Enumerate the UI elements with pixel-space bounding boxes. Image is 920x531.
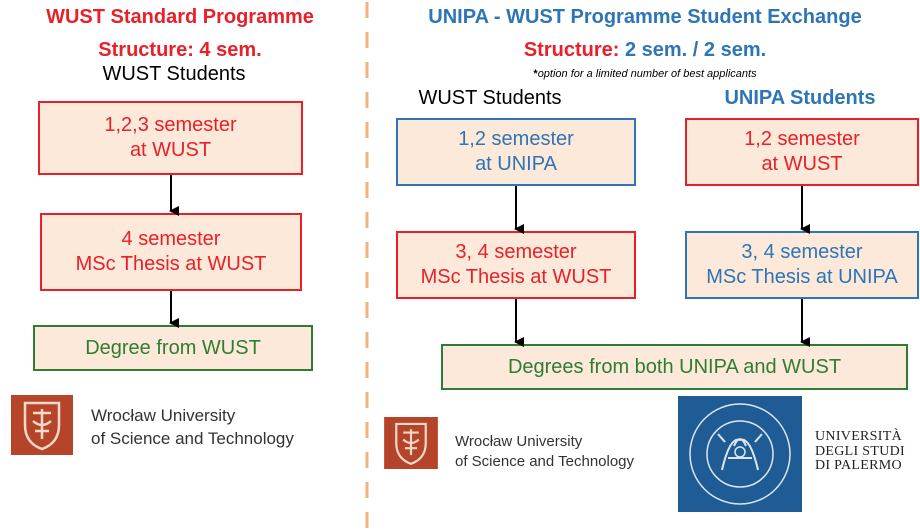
left-arrows	[169, 175, 179, 328]
left-title-line1: WUST Standard Programme	[46, 6, 314, 28]
left-students-label: WUST Students	[102, 63, 246, 85]
wust-logo-right-line1: Wrocław University	[455, 433, 583, 450]
left-box-degree: Degree from WUST	[33, 325, 313, 371]
left-box2-line2: MSc Thesis at WUST	[75, 253, 267, 275]
right-unipa-box1-line2: at WUST	[761, 153, 843, 175]
right-arrows	[514, 186, 810, 347]
right-unipa-box1-line1: 1,2 semester	[744, 128, 860, 150]
wust-logo-left-text: Wrocław University of Science and Techno…	[91, 405, 361, 451]
right-unipa-box2-line2: MSc Thesis at UNIPA	[706, 266, 898, 288]
wust-logo-right-icon	[384, 417, 438, 469]
right-wust-box2-line2: MSc Thesis at WUST	[420, 266, 612, 288]
right-title-line1: UNIPA - WUST Programme Student Exchange	[370, 6, 920, 29]
wust-students-box-unipa: 1,2 semester at UNIPA	[396, 118, 636, 186]
left-box3-text: Degree from WUST	[85, 336, 261, 359]
degrees-both-text: Degrees from both UNIPA and WUST	[507, 355, 842, 378]
unipa-seal-icon	[678, 396, 802, 512]
right-wust-box2-line1: 3, 4 semester	[455, 241, 577, 263]
unipa-logo-line1: UNIVERSITÀ	[815, 429, 902, 444]
left-box1-line1: 1,2,3 semester	[104, 114, 237, 136]
wust-logo-left-line2: of Science and Technology	[91, 428, 294, 448]
left-title-line2: Structure: 4 sem.	[98, 39, 262, 61]
right-unipa-box2-line1: 3, 4 semester	[741, 241, 863, 263]
wust-logo-left-icon	[11, 395, 73, 455]
right-wust-students-label: WUST Students	[418, 87, 562, 109]
right-note: *option for a limited number of best app…	[370, 68, 920, 80]
left-box2-line1: 4 semester	[121, 228, 221, 250]
unipa-logo-line2: DEGLI STUDI	[815, 443, 906, 459]
unipa-logo-text: UNIVERSITÀ DEGLI STUDI DI PALERMO	[815, 429, 920, 474]
left-box1-line2: at WUST	[129, 139, 212, 161]
wust-logo-right-line2: of Science and Technology	[455, 453, 635, 471]
unipa-logo-line3: DI PALERMO	[815, 458, 902, 474]
unipa-students-box-wust: 1,2 semester at WUST	[685, 118, 919, 186]
unipa-students-box-thesis: 3, 4 semester MSc Thesis at UNIPA	[685, 231, 919, 299]
right-title-line2: Structure: 2 sem. / 2 sem.	[370, 39, 920, 62]
right-title-line1-text: UNIPA - WUST Programme Student Exchange	[428, 6, 862, 28]
right-note-text: option for a limited number of best appl…	[537, 68, 757, 80]
right-wust-box1-line2: at UNIPA	[475, 153, 557, 175]
left-box-semester-4: 4 semester MSc Thesis at WUST	[40, 213, 302, 291]
right-note-star: *	[533, 68, 538, 80]
degrees-both-box: Degrees from both UNIPA and WUST	[441, 344, 908, 390]
right-wust-box1-line1: 1,2 semester	[458, 128, 574, 150]
wust-logo-left-line1: Wrocław University	[91, 406, 236, 425]
left-box-semesters-123: 1,2,3 semester at WUST	[38, 101, 303, 175]
wust-logo-right-text: Wrocław University of Science and Techno…	[455, 432, 675, 473]
right-unipa-students-label: UNIPA Students	[724, 87, 876, 109]
right-title-line2-prefix: Structure:	[523, 39, 625, 61]
right-title-line2-value: 2 sem. / 2 sem.	[624, 39, 767, 61]
